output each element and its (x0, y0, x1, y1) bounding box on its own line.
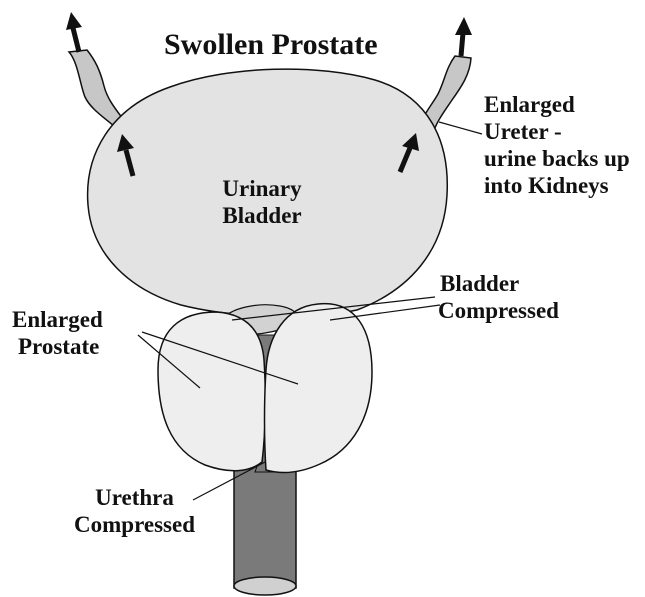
prostate-left-lobe (158, 312, 265, 471)
label-urethra-compressed: Urethra Compressed (72, 486, 197, 536)
label-enlarged-ureter-line4: into Kidneys (484, 174, 630, 197)
label-urethra-compressed-line2: Compressed (72, 513, 197, 536)
label-enlarged-ureter-line1: Enlarged (484, 93, 630, 116)
diagram-title: Swollen Prostate (164, 30, 378, 60)
label-enlarged-prostate-line2: Prostate (12, 335, 103, 358)
urethra-opening (234, 577, 296, 595)
label-enlarged-ureter-line2: Ureter - (484, 120, 630, 143)
arrow-ureter-left (66, 12, 82, 52)
label-urethra-compressed-line1: Urethra (72, 486, 197, 509)
label-bladder-compressed-line1: Bladder (438, 272, 559, 295)
prostate-right-lobe (265, 304, 373, 473)
label-urinary-bladder: Urinary Bladder (212, 177, 312, 227)
label-enlarged-ureter-line3: urine backs up (484, 147, 630, 170)
left-ureter (69, 50, 128, 128)
arrow-ureter-right (455, 17, 472, 56)
label-bladder-compressed-line2: Compressed (438, 299, 559, 322)
label-enlarged-prostate-line1: Enlarged (12, 308, 103, 331)
urethra-tube (234, 465, 296, 588)
leader-ureter (439, 122, 482, 134)
label-bladder-compressed: Bladder Compressed (438, 272, 559, 322)
label-enlarged-ureter: Enlarged Ureter - urine backs up into Ki… (484, 93, 630, 197)
label-urinary-bladder-line1: Urinary (212, 177, 312, 200)
label-enlarged-prostate: Enlarged Prostate (12, 308, 103, 358)
label-urinary-bladder-line2: Bladder (212, 204, 312, 227)
